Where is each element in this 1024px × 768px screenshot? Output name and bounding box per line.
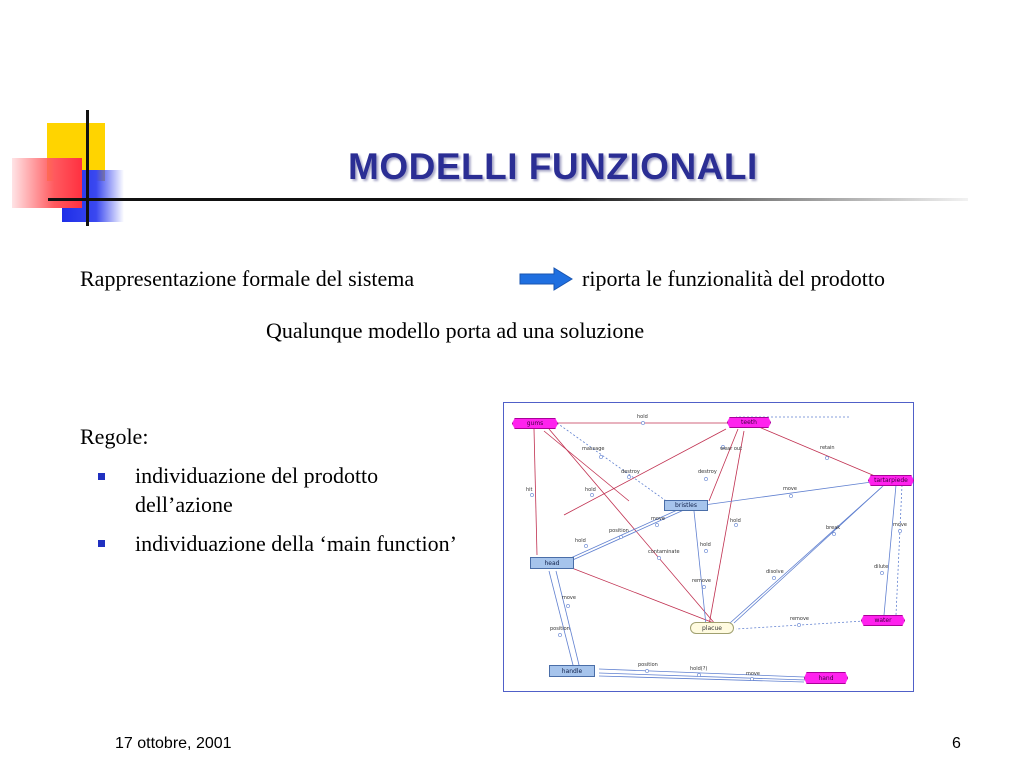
node-plaque: placue <box>690 622 734 634</box>
node-teeth: teeth <box>727 417 771 428</box>
page-number: 6 <box>952 735 961 752</box>
node-bristles: bristles <box>664 500 708 511</box>
edge-label: hold(?) <box>690 666 708 672</box>
statement-right: riporta le funzionalità del prodotto <box>582 266 886 291</box>
right-arrow-icon <box>519 267 573 291</box>
title-underline <box>48 198 968 201</box>
footer-date: 17 ottobre, 2001 <box>115 735 232 752</box>
rule-item: individuazione del prodotto dell’azione <box>135 463 379 517</box>
functional-model-diagram: gums teeth tartarpiede bristles head pla… <box>503 402 914 692</box>
edge-label: hold <box>700 542 711 548</box>
edge-label: move <box>893 522 907 528</box>
edge-label: move <box>651 516 665 522</box>
bullet-square-icon <box>98 473 105 480</box>
edge-label: massage <box>582 446 605 452</box>
edge-label: hold <box>575 538 586 544</box>
edge-label: hold <box>730 518 741 524</box>
statement-left: Rappresentazione formale del sistema <box>80 266 415 291</box>
decor-vertical-line <box>86 110 89 226</box>
edge-label: contaminate <box>648 549 680 555</box>
edge-label: hold <box>585 487 596 493</box>
edge-label: destroy <box>698 469 717 475</box>
edge-label: position <box>550 626 570 632</box>
edge-label: position <box>638 662 658 668</box>
slide-title: MODELLI FUNZIONALI <box>348 146 758 187</box>
node-head: head <box>530 557 574 569</box>
statement-solution: Qualunque modello porta ad una soluzione <box>266 318 645 343</box>
edge-label: remove <box>790 616 809 622</box>
diagram-links <box>530 416 903 683</box>
edge-label: break <box>826 525 841 531</box>
edge-label: retain <box>820 445 835 451</box>
edge-label: move <box>783 486 797 492</box>
node-handle: handle <box>549 665 595 677</box>
rule-item: individuazione della ‘main function’ <box>135 531 457 556</box>
edge-label: wear out <box>720 446 743 452</box>
edge-label: destroy <box>621 469 640 475</box>
node-tartarpiede: tartarpiede <box>868 475 914 486</box>
node-hand: hand <box>804 672 848 684</box>
rules-heading: Regole: <box>80 424 149 449</box>
edge-label: position <box>609 528 629 534</box>
edge-label: remove <box>692 578 711 584</box>
edge-label: disolve <box>766 569 784 575</box>
edge-label: hit <box>526 487 533 493</box>
node-water: water <box>861 615 905 626</box>
edge-label: dilute <box>874 564 889 570</box>
bullet-square-icon <box>98 540 105 547</box>
edge-label: hold <box>637 414 648 420</box>
edge-label: move <box>746 671 760 677</box>
node-gums: gums <box>512 418 558 429</box>
edge-label: move <box>562 595 576 601</box>
